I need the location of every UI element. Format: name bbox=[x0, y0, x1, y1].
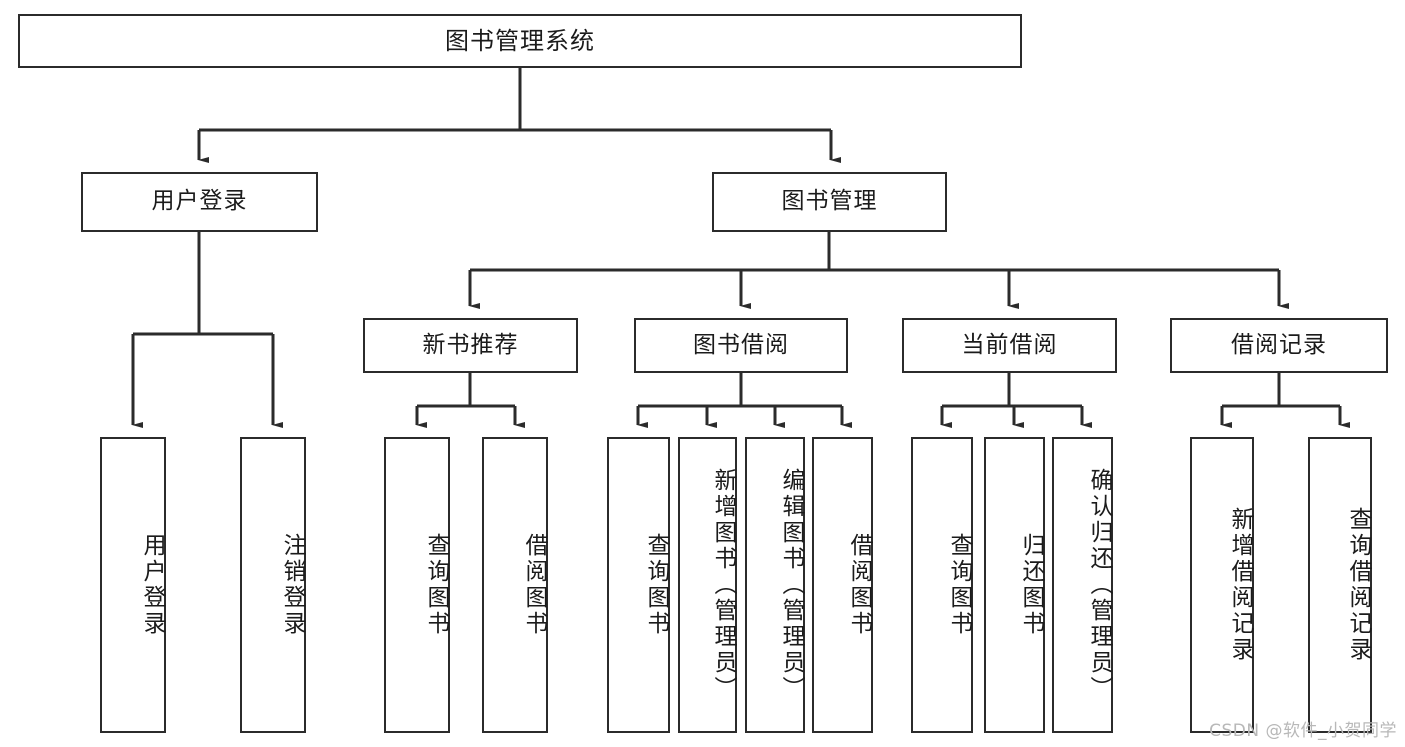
node-user-login[interactable]: 用户登录 bbox=[81, 172, 318, 232]
node-label: 图书借阅 bbox=[693, 331, 789, 358]
leaf-borrow-query-book[interactable]: 查询图书 bbox=[607, 437, 670, 733]
node-label: 用户登录 bbox=[139, 533, 165, 637]
leaf-current-confirm-return-admin[interactable]: 确认归还（管理员） bbox=[1052, 437, 1113, 733]
leaf-recommend-borrow-book[interactable]: 借阅图书 bbox=[482, 437, 548, 733]
leaf-borrow-borrow-book[interactable]: 借阅图书 bbox=[812, 437, 873, 733]
node-new-book-recommend[interactable]: 新书推荐 bbox=[363, 318, 578, 373]
node-label: 查询借阅记录 bbox=[1345, 507, 1371, 663]
leaf-user-login[interactable]: 用户登录 bbox=[100, 437, 166, 733]
node-label: 当前借阅 bbox=[961, 331, 1058, 358]
node-label: 用户登录 bbox=[151, 188, 248, 215]
leaf-user-logout[interactable]: 注销登录 bbox=[240, 437, 306, 733]
node-label: 新书推荐 bbox=[422, 331, 519, 358]
node-label: 借阅图书 bbox=[846, 533, 872, 637]
watermark-text: CSDN @软件_小贺同学 bbox=[1209, 721, 1397, 741]
node-label: 查询图书 bbox=[423, 533, 449, 637]
node-root-system[interactable]: 图书管理系统 bbox=[18, 14, 1022, 68]
leaf-current-query-book[interactable]: 查询图书 bbox=[911, 437, 973, 733]
node-label: 借阅记录 bbox=[1231, 331, 1327, 358]
node-label: 编辑图书（管理员） bbox=[778, 468, 804, 702]
node-label: 查询图书 bbox=[643, 533, 669, 637]
node-label: 新增图书（管理员） bbox=[710, 468, 736, 702]
node-current-borrow[interactable]: 当前借阅 bbox=[902, 318, 1117, 373]
leaf-current-return-book[interactable]: 归还图书 bbox=[984, 437, 1045, 733]
leaf-recommend-query-book[interactable]: 查询图书 bbox=[384, 437, 450, 733]
node-label: 确认归还（管理员） bbox=[1086, 468, 1112, 702]
node-label: 图书管理 bbox=[781, 188, 878, 215]
leaf-record-add-borrow-record[interactable]: 新增借阅记录 bbox=[1190, 437, 1254, 733]
leaf-record-query-borrow-record[interactable]: 查询借阅记录 bbox=[1308, 437, 1372, 733]
node-label: 查询图书 bbox=[946, 533, 972, 637]
node-label: 图书管理系统 bbox=[445, 26, 595, 55]
leaf-borrow-add-book-admin[interactable]: 新增图书（管理员） bbox=[678, 437, 737, 733]
node-book-borrow[interactable]: 图书借阅 bbox=[634, 318, 848, 373]
node-label: 归还图书 bbox=[1018, 533, 1044, 637]
node-borrow-record[interactable]: 借阅记录 bbox=[1170, 318, 1388, 373]
node-book-management[interactable]: 图书管理 bbox=[712, 172, 947, 232]
node-label: 借阅图书 bbox=[521, 533, 547, 637]
leaf-borrow-edit-book-admin[interactable]: 编辑图书（管理员） bbox=[745, 437, 805, 733]
node-label: 新增借阅记录 bbox=[1227, 507, 1253, 663]
node-label: 注销登录 bbox=[279, 533, 305, 637]
